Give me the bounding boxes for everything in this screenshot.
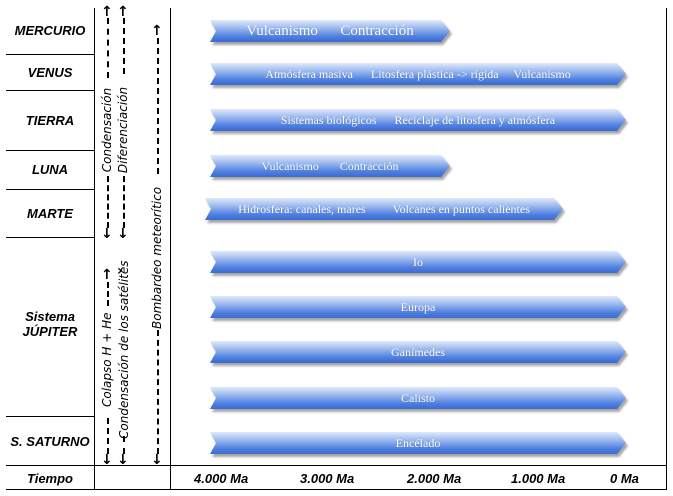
arrow-down-icon: ↓ (101, 452, 113, 468)
process-label: Vulcanismo Contracción (261, 158, 399, 173)
arrow-up-icon: › (117, 263, 123, 279)
column-divider (94, 8, 95, 490)
body-label-venus: VENUS (27, 65, 73, 80)
arrow-up-icon: ↑ (101, 4, 113, 20)
arrow-shape (210, 63, 626, 85)
process-label: Encélado (395, 435, 441, 450)
body-label-tierra: TIERRA (25, 113, 75, 128)
dashed-line (157, 38, 159, 174)
arrow-down-icon: ↓ (151, 452, 163, 468)
time-tick-label: 2.000 Ma (407, 471, 462, 486)
process-arrow-luna: Vulcanismo Contracción (210, 155, 450, 177)
dashed-line (123, 436, 125, 454)
vertical-label-colapso: Colapso H + He (100, 312, 114, 407)
dashed-line (107, 418, 109, 454)
arrow-shape (210, 155, 450, 177)
process-label: Europa (400, 299, 436, 314)
body-label-marte: MARTE (27, 206, 73, 221)
arrow-shape (210, 341, 626, 363)
row-divider (6, 416, 94, 417)
process-arrow-venus: Atmósfera masiva Litosfera plástica -> r… (210, 63, 626, 85)
arrow-up-icon: ↑ (151, 23, 163, 39)
body-label-mercurio: MERCURIO (14, 23, 86, 38)
process-label: Sistemas biológicos Reciclaje de litosfe… (280, 112, 556, 127)
process-arrow-io: Io (210, 251, 626, 273)
time-tick-label: 3.000 Ma (300, 471, 355, 486)
time-axis-title: Tiempo (27, 471, 73, 486)
process-arrow-mercurio: Vulcanismo Contracción (210, 20, 450, 42)
dashed-line (107, 282, 109, 306)
axis-bottom-line (6, 489, 667, 490)
vertical-label-condensacion-satelites: Condensación de los satélites (117, 260, 131, 440)
process-arrow-encelado: Encélado (210, 432, 626, 454)
arrow-up-icon: ↑ (101, 267, 113, 283)
process-label: Atmósfera masiva Litosfera plástica -> r… (265, 66, 571, 81)
row-divider (6, 189, 94, 190)
arrow-up-icon: ↑ (117, 4, 129, 20)
process-label: Vulcanismo Contracción (246, 22, 414, 39)
process-label: Calisto (400, 390, 435, 405)
arrow-shape (210, 20, 450, 42)
row-divider (6, 90, 94, 91)
row-divider (6, 237, 94, 238)
arrow-down-icon: ↓ (101, 226, 113, 242)
axis-top-line (6, 465, 667, 466)
time-tick-label: 1.000 Ma (511, 471, 566, 486)
process-arrow-tierra: Sistemas biológicos Reciclaje de litosfe… (210, 109, 626, 131)
process-label: Io (413, 254, 423, 269)
row-divider (6, 150, 94, 151)
row-divider (6, 54, 94, 55)
dashed-line (107, 18, 109, 78)
process-arrow-ganimedes: Ganímedes (210, 341, 626, 363)
dashed-line (123, 176, 125, 228)
process-arrow-calisto: Calisto (210, 387, 626, 409)
process-arrow-marte: Hidrosfera: canales, mares Volcanes en p… (205, 198, 563, 220)
arrow-shape (210, 109, 626, 131)
body-label-saturno: S. SATURNO (10, 434, 90, 449)
right-border (666, 8, 667, 490)
arrow-shape (210, 296, 626, 318)
dashed-line (157, 330, 159, 454)
arrow-down-icon: ↓ (117, 452, 129, 468)
vertical-label-diferenciacion: Diferenciación (116, 86, 130, 174)
process-label: Ganímedes (391, 344, 445, 359)
vertical-label-bombardeo: Bombardeo meteorítico (150, 186, 164, 329)
arrow-shape (210, 387, 626, 409)
time-tick-label: 4.000 Ma (194, 471, 249, 486)
body-label-luna: LUNA (31, 162, 69, 177)
arrow-shape (205, 198, 563, 220)
column-divider (170, 8, 171, 490)
vertical-label-condensacion: Condensación (100, 87, 114, 173)
process-arrow-europa: Europa (210, 296, 626, 318)
dashed-line (123, 18, 125, 74)
arrow-shape (210, 432, 626, 454)
dashed-line (107, 176, 109, 228)
arrow-down-icon: ↓ (117, 226, 129, 242)
body-label-jupiter: Sistema JÚPITER (22, 309, 78, 339)
time-tick-label: 0 Ma (610, 471, 639, 486)
arrow-shape (210, 251, 626, 273)
process-label: Hidrosfera: canales, mares Volcanes en p… (238, 201, 530, 216)
